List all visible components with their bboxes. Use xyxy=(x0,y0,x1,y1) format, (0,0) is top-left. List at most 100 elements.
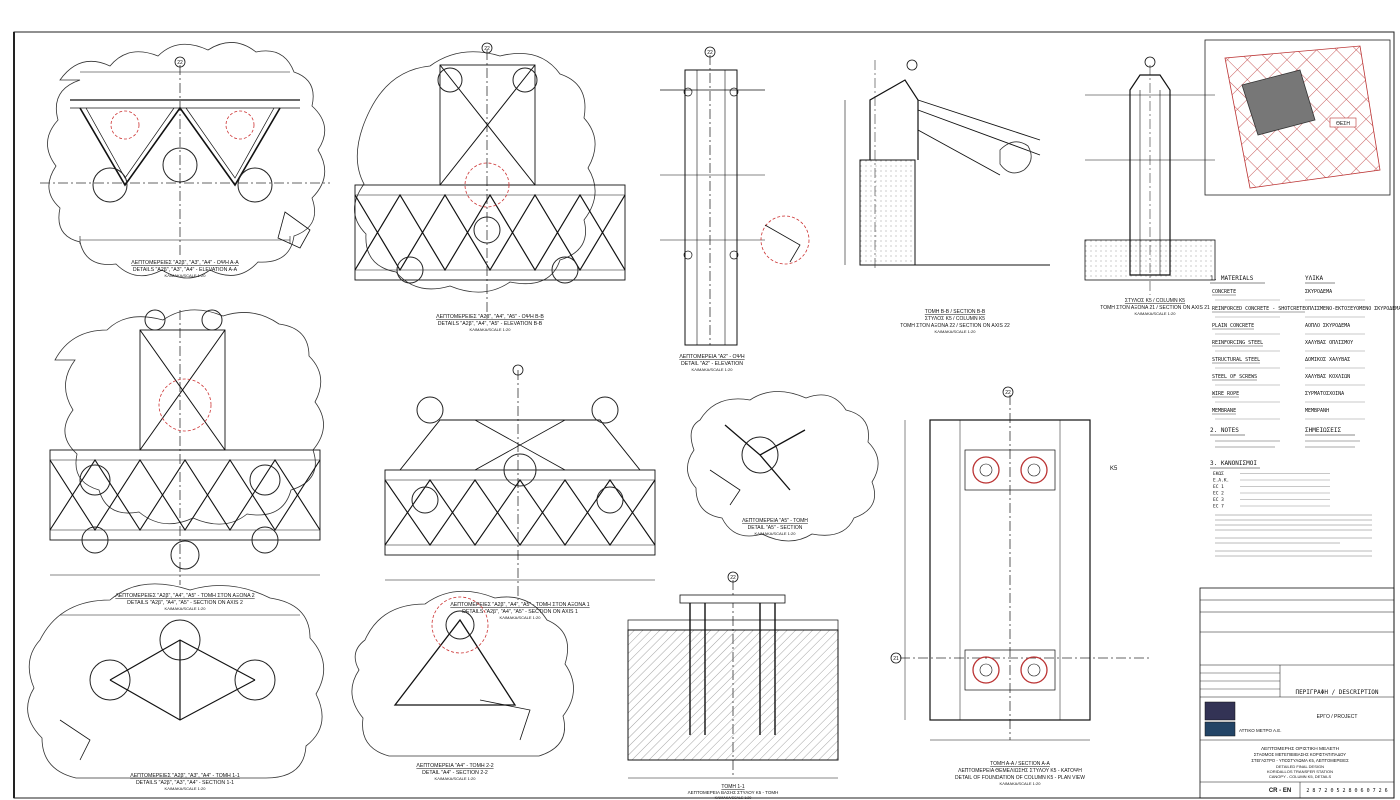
scale-label: ΚΛΙΜΑΚΑ/SCALE 1:20 xyxy=(470,327,512,332)
caption-en: DETAIL "A5" - SECTION xyxy=(748,525,803,531)
material-row-en: PLAIN CONCRETE xyxy=(1212,323,1254,329)
revision-cloud xyxy=(687,391,879,542)
scale-label: ΚΛΙΜΑΚΑ/SCALE 1:20 xyxy=(500,615,542,620)
client-name: ΑΤΤΙΚΟ ΜΕΤΡΟ Α.Ε. xyxy=(1239,728,1282,733)
foundation-plan-view: 22 21 K5 ΤΟΜΗ Α-Α / SECTION A-A ΛΕΠΤΟΜΕΡ… xyxy=(890,386,1150,786)
caption-gr: ΛΕΠΤΟΜΕΡΕΙΕΣ "Α2β", "Α4", "Α5" - ΤΟΜΗ ΣΤ… xyxy=(115,593,254,599)
caption-gr: ΛΕΠΤΟΜΕΡΕΙΑ "Α4" - ΤΟΜΗ 2-2 xyxy=(416,763,493,769)
code-row: EC 7 xyxy=(1213,504,1224,510)
code-row: Ε.Α.Κ. xyxy=(1213,478,1229,484)
section-b-b: ΤΟΜΗ Β-Β / SECTION B-B ΣΤΥΛΟΣ Κ5 / COLUM… xyxy=(844,59,1050,334)
detail-a2-elevation: 22 ΛΕΠΤΟΜΕΡΕΙΑ "Α2" - ΟΨΗ DETAIL "A2" - … xyxy=(660,46,810,372)
project-label: ΕΡΓΟ / PROJECT xyxy=(1317,714,1358,720)
caption-en: ΤΟΜΗ ΣΤΟΝ ΑΞΟΝΑ 21 / SECTION ON AXIS 21 xyxy=(1100,305,1210,311)
revision-cloud xyxy=(27,583,325,779)
key-plan: ΘΕΣΗ xyxy=(1204,39,1391,196)
axis-label: 22 xyxy=(484,46,490,52)
column-label: K5 xyxy=(1110,466,1118,472)
scale-label: ΚΛΙΜΑΚΑ/SCALE 1:20 xyxy=(165,786,207,791)
axis-label: 22 xyxy=(177,60,183,66)
materials-notes-panel: 1. MATERIALS ΥΛΙΚΑ CONCRETE ΣΚΥΡΟΔΕΜΑ REIN… xyxy=(1210,275,1400,557)
material-row-gr: ΑΟΠΛΟ ΣΚΥΡΟΔΕΜΑ xyxy=(1305,323,1350,329)
caption-gr: ΛΕΠΤΟΜΕΡΕΙΕΣ "Α2β", "Α4", "Α5" - ΤΟΜΗ ΣΤ… xyxy=(450,602,589,608)
axis-label: 22 xyxy=(707,50,713,56)
caption-gr: ΛΕΠΤΟΜΕΡΕΙΑ "Α5" - ΤΟΜΗ xyxy=(742,518,808,524)
description-label: ΠΕΡΙΓΡΑΦΗ / DESCRIPTION xyxy=(1295,689,1378,696)
map-location-label: ΘΕΣΗ xyxy=(1336,121,1350,127)
caption-gr: ΛΕΠΤΟΜΕΡΕΙΕΣ "Α2β", "Α4", "Α5" - ΟΨΗ Β-Β xyxy=(436,314,544,320)
scale-label: ΚΛΙΜΑΚΑ/SCALE 1:20 xyxy=(165,606,207,611)
caption-gr: ΤΟΜΗ Α-Α / SECTION A-A xyxy=(990,761,1050,767)
caption-gr: ΤΟΜΗ Β-Β / SECTION B-B xyxy=(925,309,986,315)
scale-label: ΚΛΙΜΑΚΑ/SCALE 1:20 xyxy=(1135,311,1177,316)
scale-label: ΚΛΙΜΑΚΑ/SCALE 1:20 xyxy=(435,776,477,781)
material-row-gr: ΧΑΛΥΒΑΣ ΚΟΧΛΙΩΝ xyxy=(1305,374,1350,380)
project-title-en-2: KORIDALLOS TRANSFER STATION xyxy=(1267,769,1333,774)
material-row-gr: ΜΕΜΒΡΑΝΗ xyxy=(1305,408,1329,414)
caption-line-3: ΤΟΜΗ ΣΤΟΝ ΑΞΟΝΑ 22 / SECTION ON AXIS 22 xyxy=(900,323,1010,329)
caption-en: DETAILS "A2β", "A4", "A5" - SECTION ON A… xyxy=(462,609,578,615)
drawing-number: 2 8 7 2 0 5 2 8 0 6 0 7 2 6 xyxy=(1306,788,1387,794)
caption-gr: ΛΕΠΤΟΜΕΡΕΙΕΣ "Α2β", "Α3", "Α4" - ΤΟΜΗ 1-… xyxy=(130,773,240,779)
foundation-section: 22 ΤΟΜΗ 1-1 ΛΕΠΤΟΜΕΡΕΙΑ ΒΑΣΗΣ ΣΤΥΛΟΥ Κ5 … xyxy=(627,571,839,800)
code-row: EC 1 xyxy=(1213,484,1224,490)
notes-heading-gr: ΣΗΜΕΙΩΣΕΙΣ xyxy=(1305,427,1342,434)
section-axis-2: ΛΕΠΤΟΜΕΡΕΙΕΣ "Α2β", "Α4", "Α5" - ΤΟΜΗ ΣΤ… xyxy=(49,309,324,611)
elevation-a-a: 22 ΛΕΠΤΟΜΕΡΕΙΕΣ "Α2β", "Α3", "Α4" - ΟΨΗ … xyxy=(40,42,330,279)
codes-heading: 3. ΚΑΝΟΝΙΣΜΟΙ xyxy=(1210,460,1257,467)
membrane-cloud xyxy=(999,141,1032,174)
caption-line-2: ΛΕΠΤΟΜΕΡΕΙΑ ΘΕΜΕΛΙΩΣΗΣ ΣΤΥΛΟΥ Κ5 - ΚΑΤΟΨ… xyxy=(958,768,1082,774)
axis-label: 22 xyxy=(1005,390,1011,396)
material-row-en: WIRE ROPE xyxy=(1212,391,1239,397)
caption-en: DETAILS "A2β", "A4", "A5" - ELEVATION B-… xyxy=(438,321,543,327)
code-row: ΕΚΩΣ xyxy=(1213,471,1224,477)
materials-heading-gr: ΥΛΙΚΑ xyxy=(1305,275,1323,282)
caption-en: DETAIL "A2" - ELEVATION xyxy=(681,361,743,367)
scale-label: ΚΛΙΜΑΚΑ/SCALE 1:20 xyxy=(165,273,207,278)
project-title-en-3: CANOPY - COLUMN K5, DETAILS xyxy=(1269,774,1332,779)
caption-en: DETAIL "A4" - SECTION 2-2 xyxy=(422,770,488,776)
caption-line-2: ΣΤΥΛΟΣ Κ5 / COLUMN K5 xyxy=(925,316,985,322)
scale-label: ΚΛΙΜΑΚΑ/SCALE 1:20 xyxy=(715,796,752,800)
revision-cloud xyxy=(54,309,324,525)
revision-cloud xyxy=(354,51,596,293)
project-title-2: ΣΤΑΘΜΟΣ ΜΕΤΕΠΙΒΙΒΑΣΗΣ ΚΟΡΙΣΤΑΠΙΠΑΔΟΥ xyxy=(1254,752,1346,757)
column-k5-section: ΣΤΥΛΟΣ Κ5 / COLUMN K5 ΤΟΜΗ ΣΤΟΝ ΑΞΟΝΑ 21… xyxy=(1084,56,1216,316)
title-block: ΠΕΡΙΓΡΑΦΗ / DESCRIPTION ΑΤΤΙΚΟ ΜΕΤΡΟ Α.Ε… xyxy=(1199,587,1395,799)
material-row-en: REINFORCED CONCRETE - SHOTCRETE xyxy=(1212,306,1305,312)
caption-en: DETAIL OF FOUNDATION OF COLUMN K5 - PLAN… xyxy=(955,775,1085,781)
material-row-gr: ΧΑΛΥΒΑΣ ΟΠΛΙΣΜΟΥ xyxy=(1305,340,1353,346)
material-row-en: STEEL OF SCREWS xyxy=(1212,374,1257,380)
material-row-en: MEMBRANE xyxy=(1212,408,1236,414)
code-row: EC 2 xyxy=(1213,491,1224,497)
caption-en: ΛΕΠΤΟΜΕΡΕΙΑ ΒΑΣΗΣ ΣΤΥΛΟΥ Κ5 - ΤΟΜΗ xyxy=(688,790,779,795)
scale-label: ΚΛΙΜΑΚΑ/SCALE 1:20 xyxy=(692,367,734,372)
material-row-en: STRUCTURAL STEEL xyxy=(1212,357,1260,363)
code-row: EC 3 xyxy=(1213,497,1224,503)
material-row-gr: ΣΥΡΜΑΤΟΣΧΟΙΝΑ xyxy=(1305,391,1344,397)
caption-gr: ΤΟΜΗ 1-1 xyxy=(721,784,744,790)
material-row-gr: ΔΟΜΙΚΟΣ ΧΑΛΥΒΑΣ xyxy=(1305,357,1350,363)
project-title-1: ΛΕΠΤΟΜΕΡΗΣ ΟΡΙΣΤΙΚΗ ΜΕΛΕΤΗ xyxy=(1261,746,1340,752)
section-1-1: ΛΕΠΤΟΜΕΡΕΙΕΣ "Α2β", "Α3", "Α4" - ΤΟΜΗ 1-… xyxy=(27,583,325,791)
materials-heading: 1. MATERIALS xyxy=(1210,275,1254,282)
revision-cloud xyxy=(351,590,574,757)
caption-gr: ΛΕΠΤΟΜΕΡΕΙΑ "Α2" - ΟΨΗ xyxy=(679,354,745,360)
material-row-en: CONCRETE xyxy=(1212,289,1236,295)
caption-gr: ΣΤΥΛΟΣ Κ5 / COLUMN K5 xyxy=(1125,298,1185,304)
caption-en: DETAILS "A2β", "A4", "A5" - SECTION ON A… xyxy=(127,600,243,606)
material-row-gr: ΟΠΛΙΣΜΕΝΟ-ΕΚΤΟΞΕΥΟΜΕΝΟ ΣΚΥΡΟΔΕΜΑ xyxy=(1305,306,1400,312)
axis-label: 22 xyxy=(730,575,736,581)
caption-gr: ΛΕΠΤΟΜΕΡΕΙΕΣ "Α2β", "Α3", "Α4" - ΟΨΗ Α-Α xyxy=(131,260,239,266)
scale-label: ΚΛΙΜΑΚΑ/SCALE 1:20 xyxy=(935,329,977,334)
elevation-b-b: 22 ΛΕΠΤΟΜΕΡΕΙΕΣ "Α2β", "Α4", "Α5" - ΟΨΗ … xyxy=(354,42,626,332)
material-row-en: REINFORCING STEEL xyxy=(1212,340,1263,346)
section-axis-1: ΛΕΠΤΟΜΕΡΕΙΕΣ "Α2β", "Α4", "Α5" - ΤΟΜΗ ΣΤ… xyxy=(384,364,656,620)
caption-en: DETAILS "A2β", "A3", "A4" - SECTION 1-1 xyxy=(136,780,234,786)
section-2-2: ΛΕΠΤΟΜΕΡΕΙΑ "Α4" - ΤΟΜΗ 2-2 DETAIL "A4" … xyxy=(351,590,574,781)
drawing-code: CR - EN xyxy=(1269,788,1291,794)
detail-a5-section: ΛΕΠΤΟΜΕΡΕΙΑ "Α5" - ΤΟΜΗ DETAIL "A5" - SE… xyxy=(687,391,879,542)
project-title-en-1: DETAILED FINAL DESIGN xyxy=(1276,764,1324,769)
material-row-gr: ΣΚΥΡΟΔΕΜΑ xyxy=(1305,289,1332,295)
